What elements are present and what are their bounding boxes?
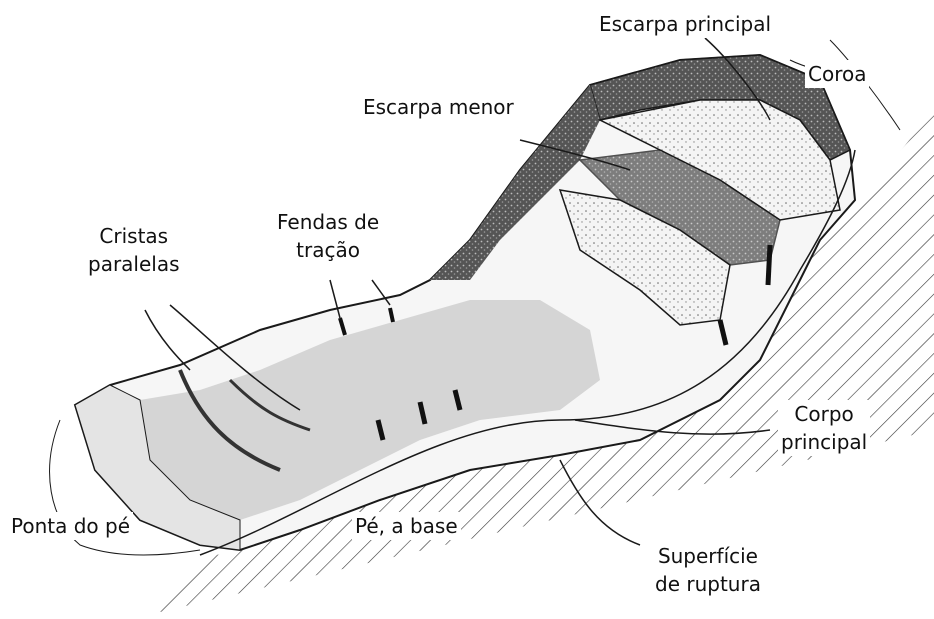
label-corpo-line2: principal [781, 428, 867, 456]
label-corpo-line1: Corpo [781, 400, 867, 428]
label-coroa: Coroa [805, 60, 869, 88]
label-superficie-de-ruptura: Superfície de ruptura [652, 542, 764, 598]
label-fendas-line1: Fendas de [277, 208, 379, 236]
label-escarpa-menor: Escarpa menor [360, 93, 517, 121]
label-fendas-line2: tração [277, 236, 379, 264]
label-pe-a-base: Pé, a base [352, 512, 461, 540]
label-corpo-principal: Corpo principal [778, 400, 870, 456]
label-ponta-do-pe: Ponta do pé [8, 512, 133, 540]
label-cristas-line1: Cristas [88, 222, 180, 250]
label-superficie-line1: Superfície [655, 542, 761, 570]
leader-cristas [145, 310, 190, 370]
label-escarpa-principal: Escarpa principal [596, 10, 774, 38]
tension-crack-7 [768, 245, 770, 285]
label-cristas-line2: paralelas [88, 250, 180, 278]
label-cristas-paralelas: Cristas paralelas [85, 222, 183, 278]
label-fendas-de-tracao: Fendas de tração [274, 208, 382, 264]
label-superficie-line2: de ruptura [655, 570, 761, 598]
